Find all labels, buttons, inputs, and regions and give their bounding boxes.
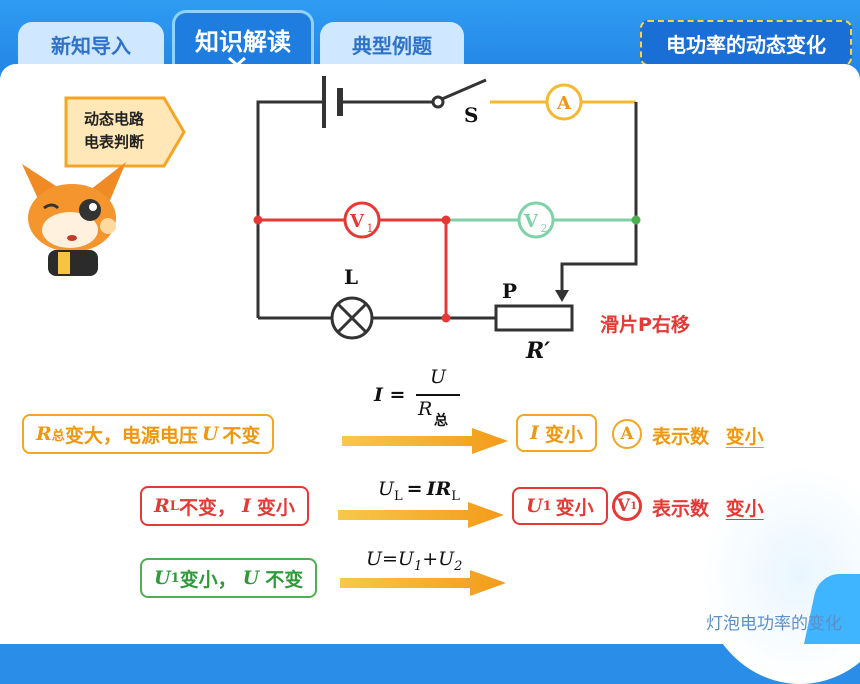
cause-r-sub: L: [169, 498, 179, 514]
footer-caption: 灯泡电功率的变化: [706, 614, 842, 634]
formula-plus: +U: [422, 548, 455, 570]
result-text: 变小: [544, 423, 583, 446]
cause-tail: 不变: [222, 424, 261, 447]
cause-tail: 不变: [265, 568, 304, 591]
switch-label: S: [464, 103, 478, 127]
cause-text: 变小，: [179, 568, 237, 591]
formula-u: U: [378, 478, 395, 500]
v1-subscript: 1: [367, 222, 374, 235]
v2-subscript: 2: [541, 222, 548, 235]
formula-numerator: U: [430, 366, 447, 388]
lamp-icon: [330, 296, 374, 340]
sign-line-1: 动态电路: [84, 110, 145, 128]
arrow-right-icon: [338, 502, 504, 528]
junction-node: [441, 313, 451, 323]
result-var: I: [530, 422, 539, 444]
wire-left: [256, 100, 324, 318]
reading-text: 表示数: [652, 498, 710, 520]
fraction-bar: [416, 394, 460, 396]
tab-typical-examples[interactable]: 典型例题: [320, 22, 464, 66]
formula-ohms-law: I = U R 总: [374, 366, 494, 430]
slider-label: P: [502, 279, 517, 303]
cause-u-symbol: U: [154, 567, 171, 589]
cause-var: I: [241, 495, 251, 517]
formula-text: U=U: [366, 548, 414, 570]
result-text: 变小: [555, 496, 594, 519]
formula-voltage-lamp: UL=IRL: [378, 478, 460, 504]
formula-ir: IR: [426, 478, 452, 500]
result-var: U: [526, 495, 543, 517]
cause-text: 不变，: [178, 496, 236, 519]
circuit-diagram: S A V 1 V 2 L P R′: [253, 76, 641, 364]
ammeter-label: A: [556, 93, 572, 114]
fox-mascot-icon: [22, 162, 126, 276]
sign-line-2: 电表判断: [84, 133, 144, 151]
formula-eq: =: [406, 478, 423, 500]
junction-node: [253, 215, 263, 225]
ammeter-badge-icon: A: [612, 419, 642, 449]
reading-value: 变小: [725, 498, 764, 520]
v2-label: V: [523, 211, 539, 232]
junction-node: [441, 215, 451, 225]
cause-var: U: [242, 567, 260, 589]
formula-denominator: R: [418, 398, 433, 420]
ammeter-icon: [545, 83, 583, 121]
formula-series-voltage: U=U1+U2: [366, 548, 462, 574]
formula-sub1: 1: [413, 558, 423, 574]
cause-r-symbol: R: [36, 423, 52, 445]
sign-board: [64, 96, 186, 168]
arrow-right-icon: [342, 428, 508, 454]
v1-label: V: [349, 211, 365, 232]
lamp-label: L: [344, 265, 358, 289]
meter-sub: 1: [630, 500, 638, 512]
cause-u-sub: 1: [170, 570, 180, 586]
formula-lhs: I =: [374, 384, 406, 406]
cause-r-symbol: R: [154, 495, 170, 517]
formula-u-sub: L: [394, 488, 403, 504]
rheostat-label: R′: [525, 338, 550, 364]
slider-arrow-icon: [555, 290, 569, 302]
tab-knowledge-reading[interactable]: 知识解读: [172, 10, 314, 66]
reading-row-1: 表示数 变小: [652, 422, 764, 449]
switch-blade: [441, 78, 487, 101]
result-row-1: I 变小: [516, 414, 597, 452]
reading-row-2: 表示数 变小: [652, 494, 764, 521]
cause-text: 变大，电源电压: [64, 424, 198, 447]
slider-note: 滑片P右移: [600, 314, 690, 336]
formula-ir-sub: L: [451, 488, 460, 504]
topic-title: 电功率的动态变化: [640, 20, 852, 66]
mascot-with-sign: 动态电路 电表判断: [22, 96, 186, 276]
formula-sub2: 2: [454, 558, 463, 574]
formula-denominator-sub: 总: [434, 413, 448, 429]
cause-tail: 变小: [256, 496, 295, 519]
meter-label: A: [620, 424, 634, 444]
arrow-right-icon: [340, 570, 506, 596]
reading-text: 表示数: [652, 426, 710, 448]
tab-new-knowledge[interactable]: 新知导入: [18, 22, 164, 66]
junction-node: [631, 215, 641, 225]
voltmeter-v2-icon: [517, 201, 555, 239]
rheostat-icon: [494, 304, 574, 332]
reading-value: 变小: [725, 426, 764, 448]
result-var-sub: 1: [542, 498, 552, 514]
meter-label: V: [616, 496, 631, 516]
voltmeter-v1-icon: [343, 201, 381, 239]
switch-pivot: [431, 95, 445, 109]
cause-r-sub: 总: [51, 428, 65, 444]
cause-var: U: [201, 423, 219, 445]
